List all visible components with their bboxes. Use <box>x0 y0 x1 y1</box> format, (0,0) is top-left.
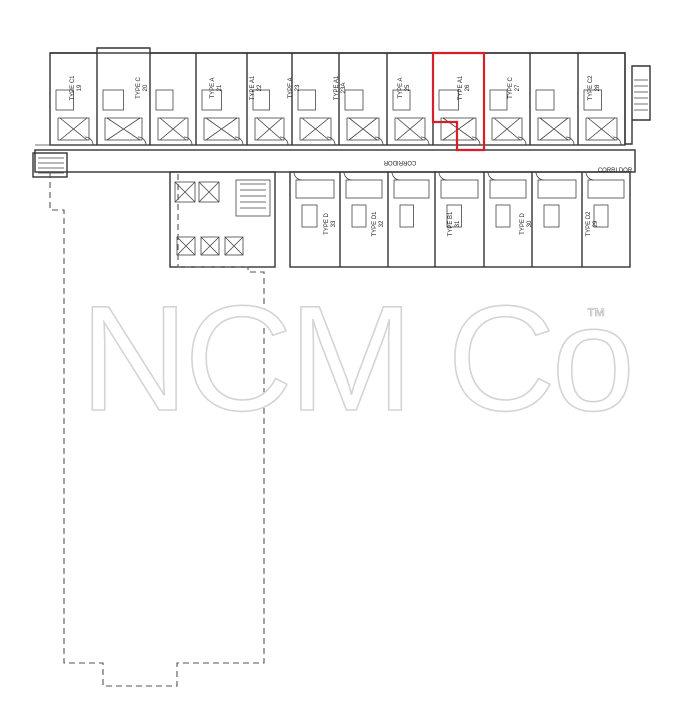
unit-label-23A: TYPE A1 <box>334 75 340 100</box>
unit-label-29: TYPE D2 <box>586 211 592 237</box>
corridor-label: CORRIDOR <box>383 159 416 165</box>
future-extension-outline <box>49 172 265 687</box>
trademark-mark: ™ <box>586 305 606 327</box>
unit-number-26: 26 <box>465 84 471 91</box>
unit-number-20: 20 <box>143 84 149 91</box>
east-stair <box>38 79 648 174</box>
unit-number-23: 23 <box>295 84 301 91</box>
lift-shafts <box>174 179 271 256</box>
corridor-label-east: CORRI DOR <box>598 168 633 174</box>
unit-number-32: 32 <box>379 220 385 227</box>
building-outline <box>32 47 651 268</box>
unit-number-21: 21 <box>217 84 223 91</box>
unit-label-23: TYPE A <box>288 77 294 98</box>
unit-label-25: TYPE A <box>398 77 404 98</box>
unit-number-27: 27 <box>515 84 521 91</box>
unit-number-29: 29 <box>593 220 599 227</box>
unit-number-33: 33 <box>331 220 337 227</box>
unit-number-25: 25 <box>405 84 411 91</box>
highlighted-unit-outline <box>431 51 486 152</box>
unit-label-22: TYPE A1 <box>250 75 256 100</box>
unit-label-26: TYPE A1 <box>458 75 464 100</box>
watermark-text: NCM Co <box>80 274 631 442</box>
unit-label-33: TYPE D <box>324 212 330 234</box>
unit-label-20: TYPE C <box>136 76 142 98</box>
unit-label-28: TYPE C2 <box>588 75 594 101</box>
unit-label-27: TYPE C <box>508 76 514 98</box>
bottom-unit-walls <box>293 171 625 267</box>
unit-label-30: TYPE D <box>520 212 526 234</box>
unit-number-28: 28 <box>595 84 601 91</box>
unit-number-19: 19 <box>77 84 83 91</box>
unit-number-30: 30 <box>527 220 533 227</box>
unit-number-23A: 23A <box>341 83 347 94</box>
unit-number-31: 31 <box>455 220 461 227</box>
unit-label-32: TYPE D1 <box>372 211 378 237</box>
unit-number-22: 22 <box>257 84 263 91</box>
unit-label-31: TYPE B1 <box>448 211 454 236</box>
unit-label-19: TYPE C1 <box>70 75 76 101</box>
unit-label-21: TYPE A <box>210 77 216 98</box>
